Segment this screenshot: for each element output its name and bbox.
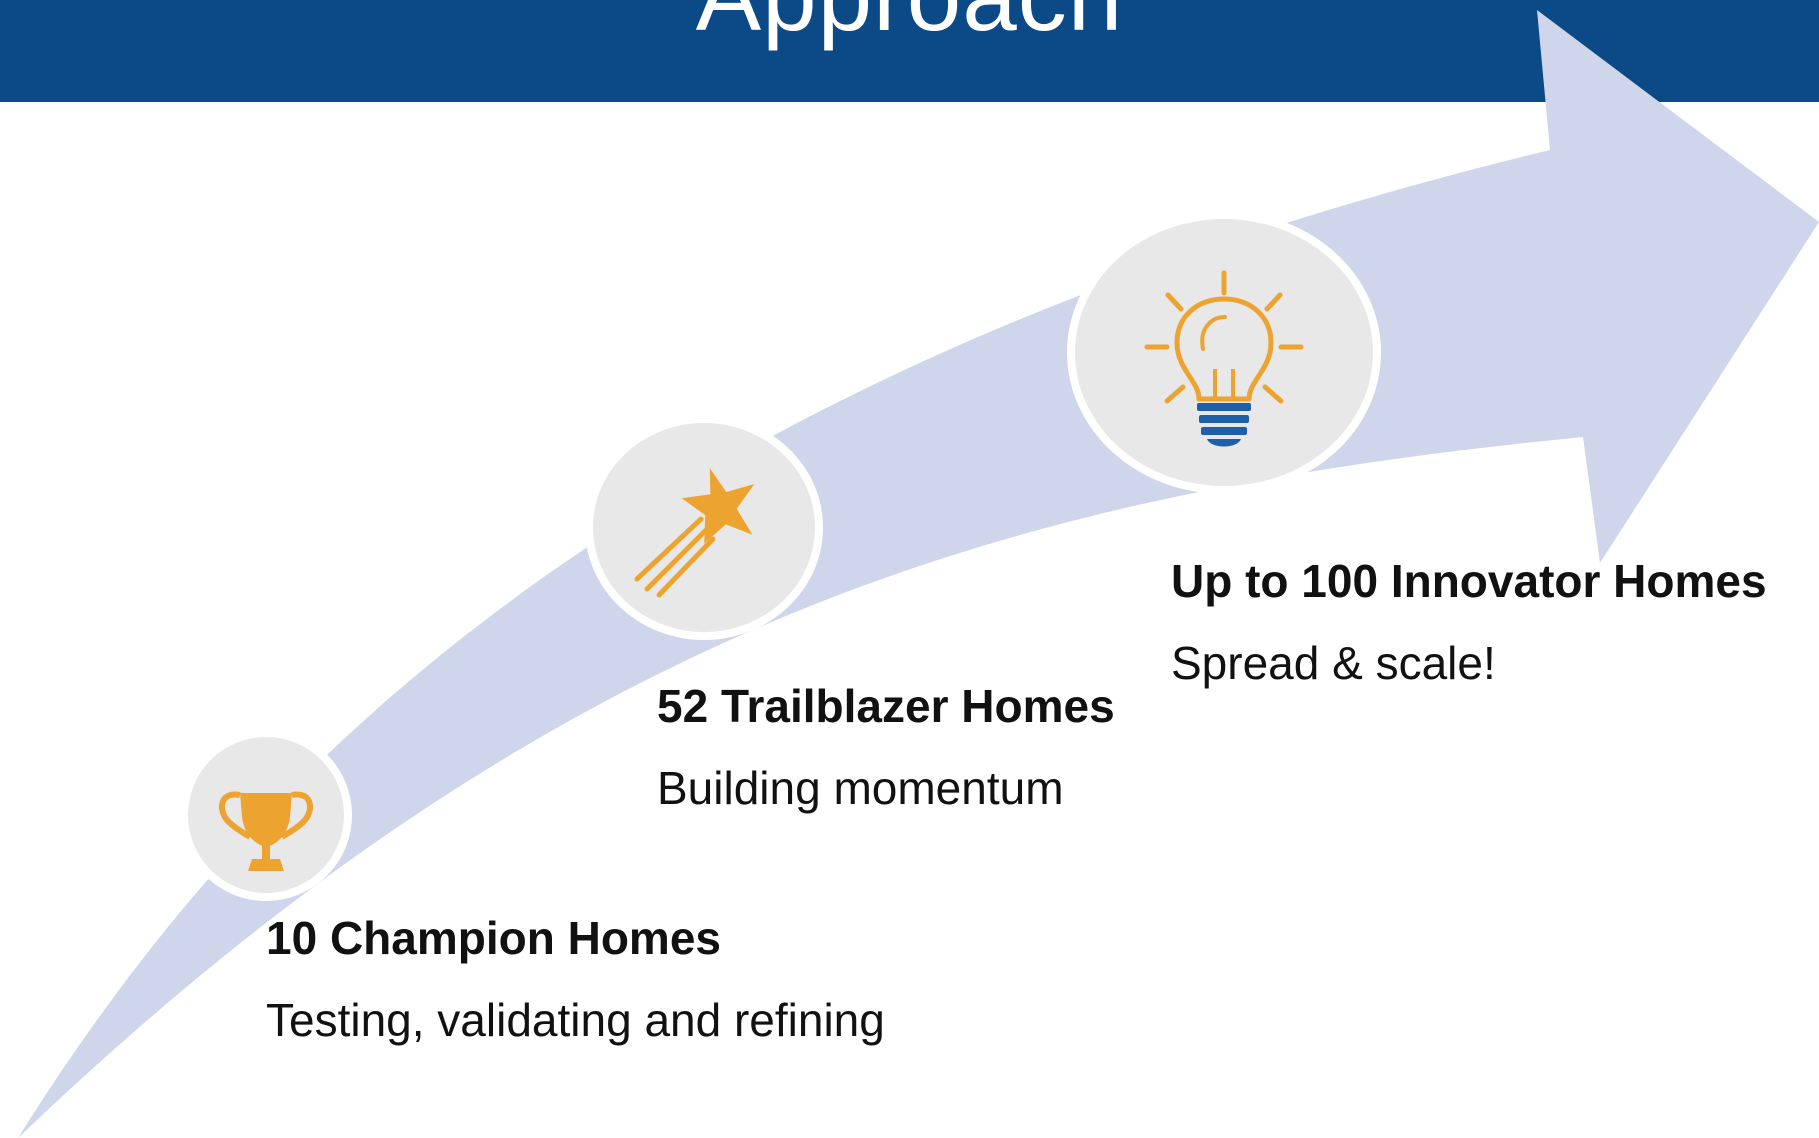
header-bar: Approach xyxy=(0,0,1819,102)
shooting-star-icon xyxy=(634,468,755,598)
growth-arrow-shape xyxy=(18,10,1819,1138)
trophy-icon xyxy=(219,791,313,871)
lightbulb-icon xyxy=(1144,270,1304,447)
stage-2-description: Building momentum xyxy=(657,762,1064,814)
stage-2-title: 52 Trailblazer Homes xyxy=(657,680,1115,732)
stage-1-bubble xyxy=(180,729,352,901)
stage-1-description: Testing, validating and refining xyxy=(266,994,885,1046)
page-title: Approach xyxy=(0,0,1819,56)
stage-1-title: 10 Champion Homes xyxy=(266,912,721,964)
stage-3-description: Spread & scale! xyxy=(1171,637,1496,689)
stage-3-bubble xyxy=(1067,211,1381,494)
stage-3-title: Up to 100 Innovator Homes xyxy=(1171,555,1767,607)
stage-2-bubble xyxy=(585,415,823,640)
